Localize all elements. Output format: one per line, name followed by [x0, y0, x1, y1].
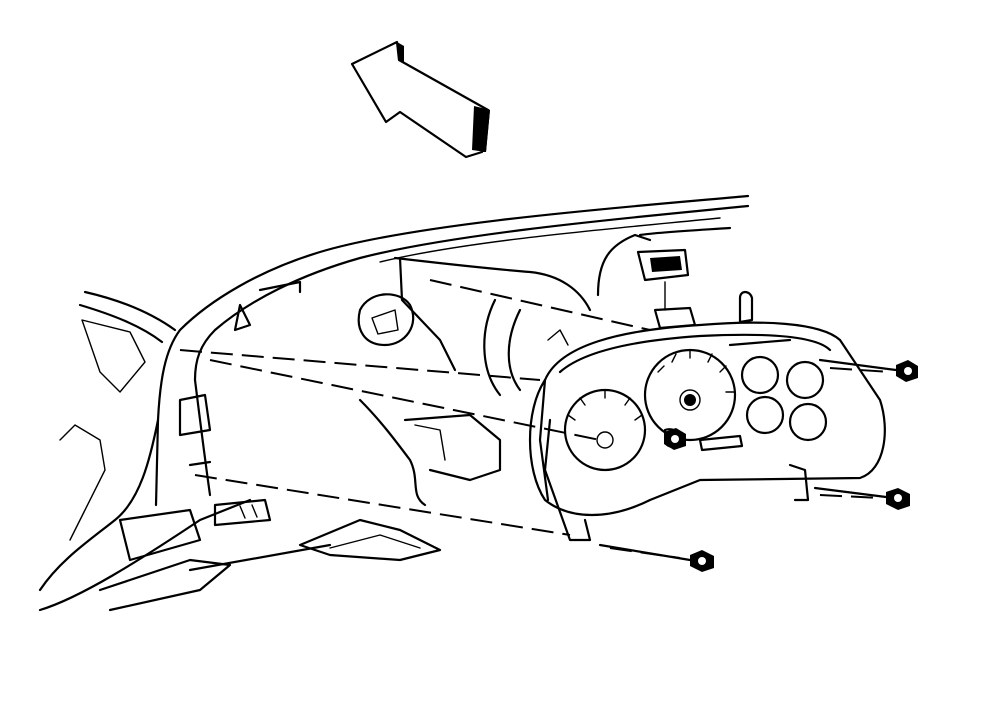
instrument-panel — [38, 194, 750, 612]
wiring-connector — [596, 226, 732, 330]
instrument-cluster — [528, 290, 886, 542]
screw-center — [664, 428, 686, 450]
temperature-gauge — [785, 360, 825, 400]
alignment-lines — [179, 279, 891, 559]
screw-top-right — [818, 358, 918, 382]
screw-right — [813, 486, 910, 510]
fuel-gauge — [740, 355, 780, 395]
forward-direction-arrow — [350, 40, 490, 159]
tachometer-gauge — [563, 388, 647, 472]
oil-pressure-gauge — [788, 402, 828, 442]
voltage-gauge — [745, 395, 785, 435]
